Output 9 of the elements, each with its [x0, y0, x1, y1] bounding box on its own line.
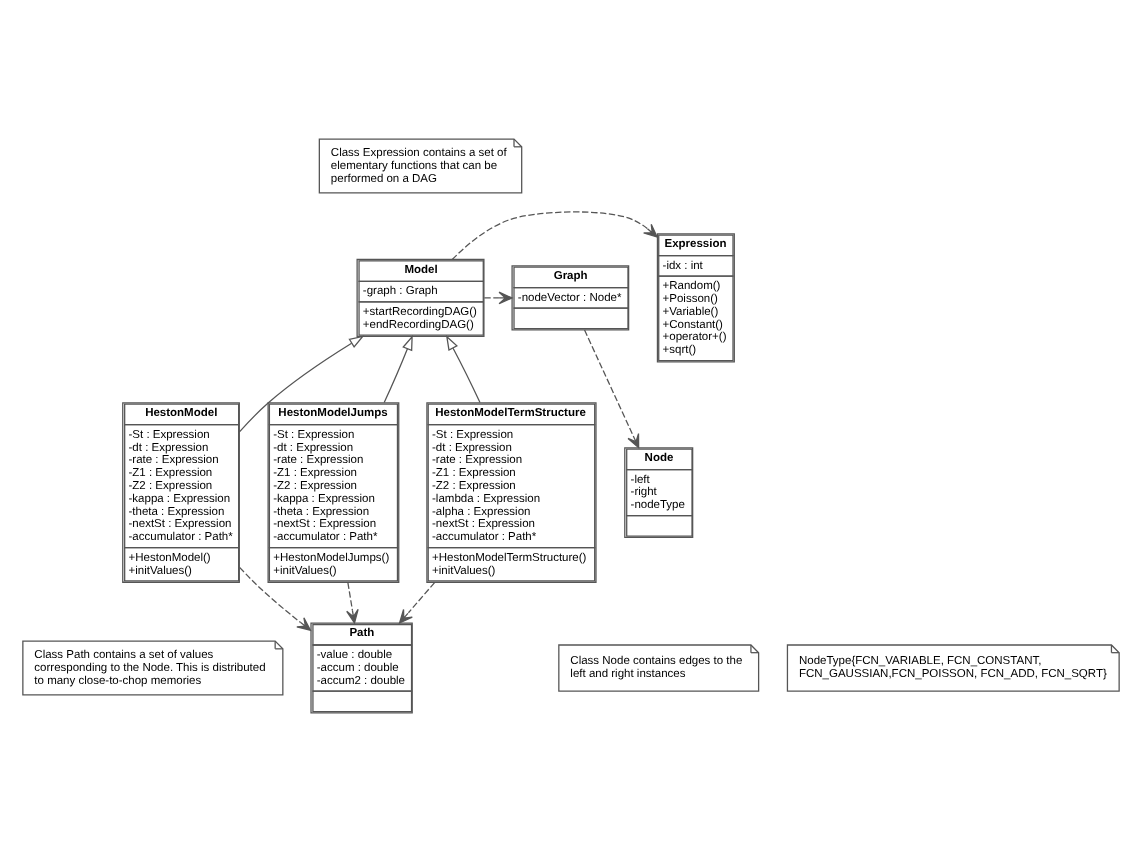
arrow: [238, 566, 312, 631]
arrow: [398, 581, 436, 624]
arrow: [383, 334, 413, 404]
arrow: [346, 581, 359, 624]
arrow: [583, 329, 640, 449]
arrow: [238, 335, 365, 433]
arrow: [445, 335, 481, 404]
arrow: [451, 211, 658, 261]
arrow: [483, 291, 513, 305]
